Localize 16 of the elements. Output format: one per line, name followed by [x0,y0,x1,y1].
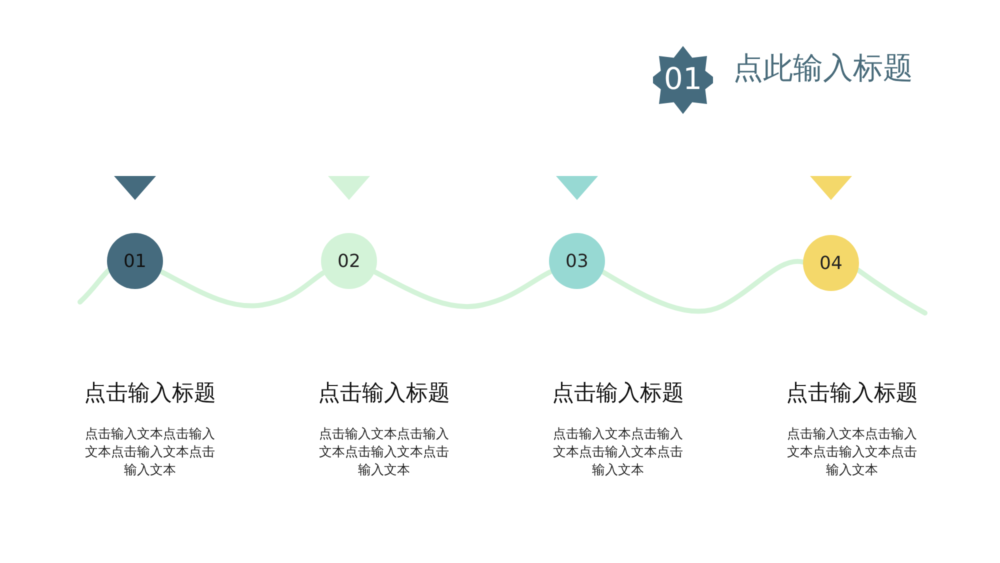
step-circle: 04 [803,235,859,291]
step-heading: 点击输入标题 [785,380,919,408]
wave-line [160,270,326,308]
step-heading: 点击输入标题 [317,380,451,408]
step-description: 点击输入文本点击输入文本点击输入文本点击输入文本 [786,426,918,480]
step-description: 点击输入文本点击输入文本点击输入文本点击输入文本 [552,426,684,480]
step-circle: 02 [321,233,377,289]
step-circle: 01 [107,233,163,289]
slide-title: 点此输入标题 [733,50,913,88]
step-description: 点击输入文本点击输入文本点击输入文本点击输入文本 [318,426,450,480]
step-heading: 点击输入标题 [83,380,217,408]
step-heading: 点击输入标题 [551,380,685,408]
wave-line [600,258,806,314]
wave-line [372,270,552,310]
step-description: 点击输入文本点击输入文本点击输入文本点击输入文本 [84,426,216,480]
step-circle: 03 [549,233,605,289]
